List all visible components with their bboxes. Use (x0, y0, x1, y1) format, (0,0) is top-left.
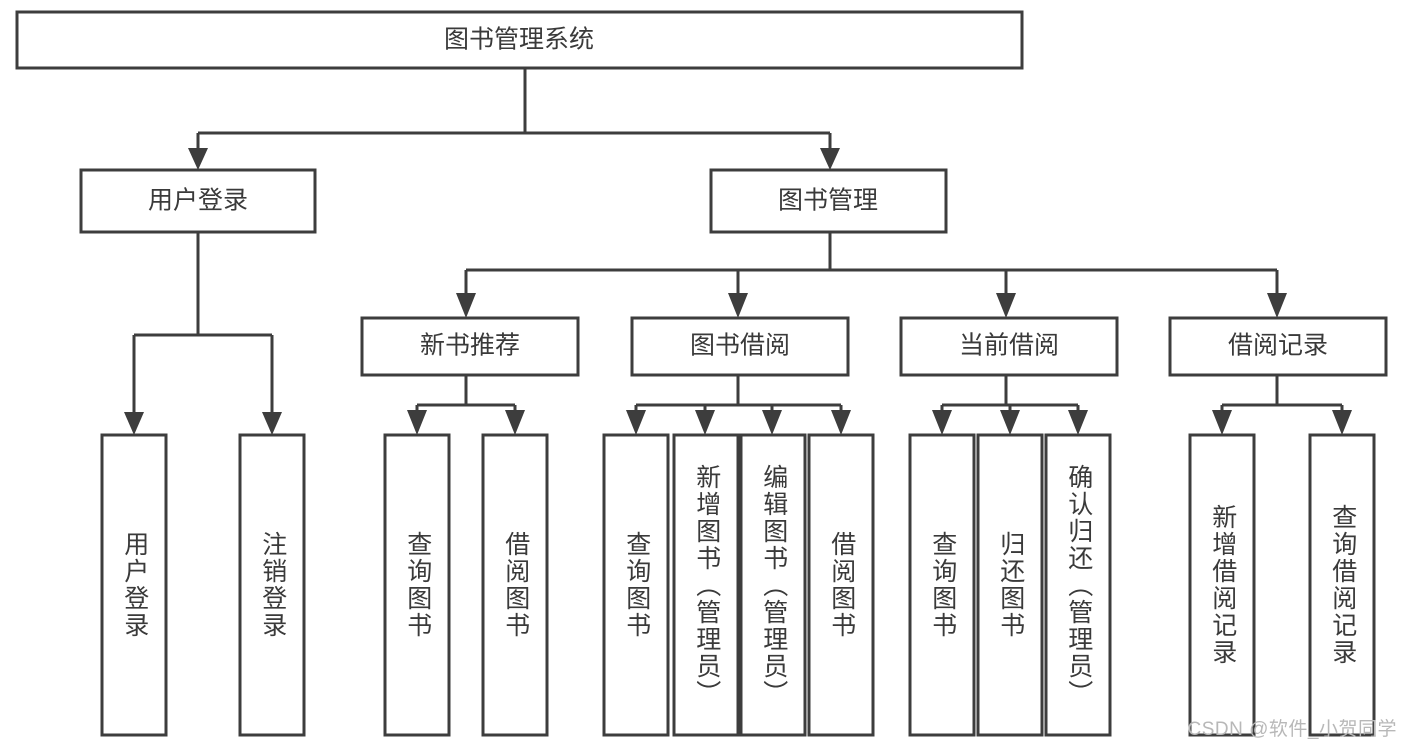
node-user-login-box[interactable] (79, 168, 317, 234)
node-new-book-recommend[interactable]: 新书推荐 (360, 316, 580, 377)
connector-layer (124, 68, 1352, 435)
arrow-to-leaf-current-1 (932, 410, 952, 435)
leaf-box-record-query-record[interactable] (1308, 433, 1376, 737)
leaf-box-layer (100, 433, 1376, 737)
leaf-box-current-query-book[interactable] (908, 433, 976, 737)
node-book-management-box[interactable] (709, 168, 948, 234)
arrow-to-leaf-current-3 (1068, 410, 1088, 435)
arrow-to-leaf-logout (262, 412, 282, 435)
arrow-to-new-book-recommend (456, 293, 476, 318)
node-book-borrow[interactable]: 图书借阅 (630, 316, 850, 377)
leaf-box-user-login[interactable] (100, 433, 168, 737)
node-book-management[interactable]: 图书管理 (709, 168, 948, 234)
node-current-borrow-label: 当前借阅 (959, 332, 1059, 360)
arrow-to-leaf-borrow-4 (831, 410, 851, 435)
node-user-login-label: 用户登录 (148, 187, 248, 215)
node-book-management-label: 图书管理 (778, 187, 878, 215)
node-user-login[interactable]: 用户登录 (79, 168, 317, 234)
arrow-to-leaf-borrow-3 (762, 410, 782, 435)
leaf-box-recommend-borrow-book[interactable] (481, 433, 549, 737)
arrow-to-leaf-borrow-1 (626, 410, 646, 435)
leaf-box-logout[interactable] (238, 433, 306, 737)
watermark-text: CSDN @软件_小贺同学 (1187, 719, 1397, 740)
node-root-box[interactable] (15, 10, 1024, 70)
arrow-to-leaf-recommend-2 (505, 410, 525, 435)
node-root-label: 图书管理系统 (444, 26, 594, 54)
node-borrow-record[interactable]: 借阅记录 (1168, 316, 1388, 377)
leaf-box-borrow-add-book[interactable] (672, 433, 740, 737)
node-borrow-record-label: 借阅记录 (1228, 332, 1328, 360)
leaf-box-current-return-book[interactable] (976, 433, 1044, 737)
node-borrow-record-box[interactable] (1168, 316, 1388, 377)
arrow-to-leaf-recommend-1 (407, 410, 427, 435)
arrow-to-leaf-record-1 (1212, 410, 1232, 435)
node-new-book-recommend-box[interactable] (360, 316, 580, 377)
node-book-borrow-label: 图书借阅 (690, 332, 790, 360)
leaf-box-record-add-record[interactable] (1188, 433, 1256, 737)
arrow-to-leaf-borrow-2 (695, 410, 715, 435)
leaf-box-borrow-borrow-book[interactable] (807, 433, 875, 737)
node-current-borrow[interactable]: 当前借阅 (899, 316, 1119, 377)
node-book-borrow-box[interactable] (630, 316, 850, 377)
node-current-borrow-box[interactable] (899, 316, 1119, 377)
leaf-box-recommend-query-book[interactable] (383, 433, 451, 737)
node-new-book-recommend-label: 新书推荐 (420, 332, 520, 360)
leaf-box-borrow-query-book[interactable] (602, 433, 670, 737)
arrow-to-borrow-record (1267, 293, 1287, 318)
arrow-to-leaf-record-2 (1332, 410, 1352, 435)
leaf-box-borrow-edit-book[interactable] (739, 433, 807, 737)
arrow-to-user-login (188, 148, 208, 170)
arrow-to-leaf-user-login (124, 412, 144, 435)
arrow-to-leaf-current-2 (1000, 410, 1020, 435)
arrow-to-book-borrow (728, 293, 748, 318)
leaf-box-current-confirm-return[interactable] (1044, 433, 1112, 737)
arrow-to-current-borrow (996, 293, 1016, 318)
node-root[interactable]: 图书管理系统 (15, 10, 1024, 70)
arrow-to-book-management (820, 148, 840, 170)
